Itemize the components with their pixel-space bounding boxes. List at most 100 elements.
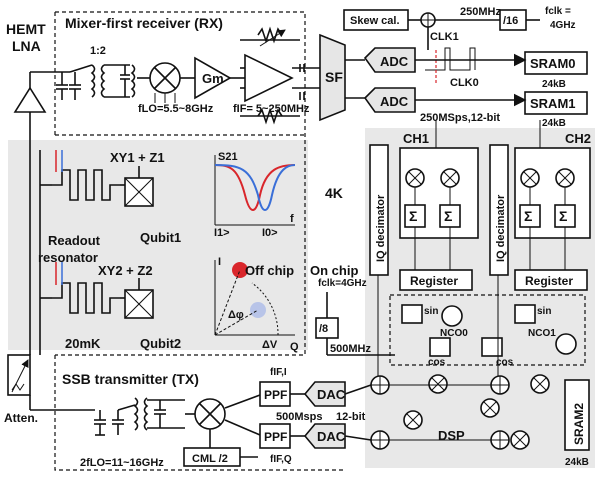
- nco1-cos-box: [481, 337, 503, 357]
- sram0-size: 24kB: [542, 79, 566, 90]
- nco1-sin-box: [514, 304, 536, 324]
- sram2-label: SRAM2: [572, 403, 586, 445]
- iq-decimator-1: [369, 144, 389, 276]
- xy1-label: XY1 + Z1: [110, 150, 165, 165]
- i1-label: I1>: [214, 227, 230, 239]
- nco0-cos-box: [429, 337, 451, 357]
- clk1-label: CLK1: [430, 31, 459, 43]
- onchip-label: On chip: [310, 263, 358, 278]
- clk0-label: CLK0: [450, 77, 479, 89]
- ppf-q-label: PPF: [264, 430, 287, 444]
- temp-label: 20mK: [65, 336, 101, 351]
- ch2-register: [514, 269, 588, 291]
- dac-q-label: DAC: [317, 429, 346, 444]
- lna-label-2: LNA: [12, 38, 41, 54]
- sram1-size: 24kB: [542, 118, 566, 129]
- ch2-register-label: Register: [525, 274, 573, 288]
- sram2-box: [564, 379, 590, 451]
- nco1-oscillator: [555, 333, 577, 355]
- s21-curve-blue: [214, 164, 296, 211]
- readout-label-1: Readout: [48, 233, 101, 248]
- iq-decimator-2-label: IQ decimator: [495, 194, 507, 262]
- nco0-sin: sin: [424, 306, 438, 317]
- offchip-label: Off chip: [245, 263, 294, 278]
- lna-label-1: HEMT: [6, 21, 46, 37]
- dac-bits: 12-bit: [336, 411, 366, 423]
- ch1-sigma-q-label: Σ: [444, 208, 452, 224]
- iq-decimator-1-label: IQ decimator: [375, 194, 387, 262]
- nco0-cos: cos: [428, 357, 446, 368]
- adc-spec: 250MSps,12-bit: [420, 112, 500, 124]
- div8-label: /8: [319, 323, 328, 335]
- feedback-resistor-bottom: [257, 107, 283, 125]
- dv-label: ΔV: [262, 339, 278, 351]
- nco1-label: NCO1: [528, 328, 556, 339]
- ppf-i-label: PPF: [264, 388, 287, 402]
- lna-amplifier: [13, 86, 47, 113]
- readout-label-2: resonator: [38, 250, 98, 265]
- nco1-cos: cos: [496, 357, 514, 368]
- xy2-label: XY2 + Z2: [98, 263, 153, 278]
- fclk-eq: fclk =: [545, 6, 571, 17]
- sf-block: [319, 33, 346, 122]
- adc-bottom-label: ADC: [380, 94, 409, 109]
- state-0-point: [250, 302, 266, 318]
- dac-spec: 500Msps: [276, 411, 322, 423]
- ch2-label: CH2: [565, 131, 591, 146]
- i0-label: I0>: [262, 227, 278, 239]
- qubit1-label: Qubit1: [140, 230, 181, 245]
- nco0-label: NCO0: [440, 328, 468, 339]
- sram0-label: SRAM0: [530, 56, 576, 71]
- f-axis-label: f: [290, 213, 294, 225]
- rx-fif: fIF= 5~250MHz: [233, 103, 310, 115]
- ch1-register-label: Register: [410, 274, 458, 288]
- q-axis-label: Q: [290, 341, 299, 353]
- dsp-multipliers: [403, 374, 550, 450]
- ppf-i: [259, 381, 291, 407]
- gm-amplifier: [194, 56, 232, 100]
- gm-label: Gm: [202, 71, 224, 86]
- feedback-resistor-top: [257, 26, 283, 44]
- skew-cal-label: Skew cal.: [350, 15, 400, 27]
- s21-plot: [214, 155, 296, 226]
- tia-amplifier: [244, 53, 294, 103]
- s21-label: S21: [218, 151, 238, 163]
- ch2-mixers: [520, 168, 575, 188]
- ch2-sigma-i-label: Σ: [524, 208, 532, 224]
- sram2-size: 24kB: [565, 457, 589, 468]
- i-axis-label: I: [218, 256, 221, 268]
- resonator-1: [52, 169, 120, 201]
- ch1-sigma-i-label: Σ: [409, 208, 417, 224]
- rx-flo: fLO=5.5~8GHz: [138, 103, 214, 115]
- nco1-sin: sin: [537, 306, 551, 317]
- state-1-point: [232, 262, 248, 278]
- fif-i: fIF,I: [270, 367, 287, 378]
- fclk-val: 4GHz: [550, 20, 576, 31]
- nco-freq: 500MHz: [330, 343, 371, 355]
- clk-waveform: [425, 47, 476, 71]
- div16-label: /16: [503, 15, 518, 27]
- chip-boundary: [55, 140, 306, 356]
- nco-fclk: fclk=4GHz: [318, 278, 367, 289]
- ch1-register: [399, 269, 473, 291]
- nco0-oscillator: [441, 305, 463, 327]
- dac-i-label: DAC: [317, 387, 346, 402]
- rx-transformer-primary: [90, 64, 96, 98]
- sf-label: SF: [325, 69, 343, 85]
- resonator-2: [52, 282, 120, 314]
- dsp-adders: [370, 375, 510, 450]
- iq-decimator-2: [489, 144, 509, 276]
- tx-transformer: [133, 397, 139, 431]
- tx-title: SSB transmitter (TX): [62, 371, 199, 387]
- atten-label: Atten.: [4, 411, 38, 425]
- adc-top-label: ADC: [380, 54, 409, 69]
- ch1-label: CH1: [403, 131, 429, 146]
- fif-q: fIF,Q: [270, 454, 292, 465]
- cml-label: CML /2: [192, 453, 228, 465]
- ppf-q: [259, 423, 291, 449]
- rx-title: Mixer-first receiver (RX): [65, 15, 223, 31]
- iq-plot: [214, 260, 295, 336]
- dsp-label: DSP: [438, 428, 465, 443]
